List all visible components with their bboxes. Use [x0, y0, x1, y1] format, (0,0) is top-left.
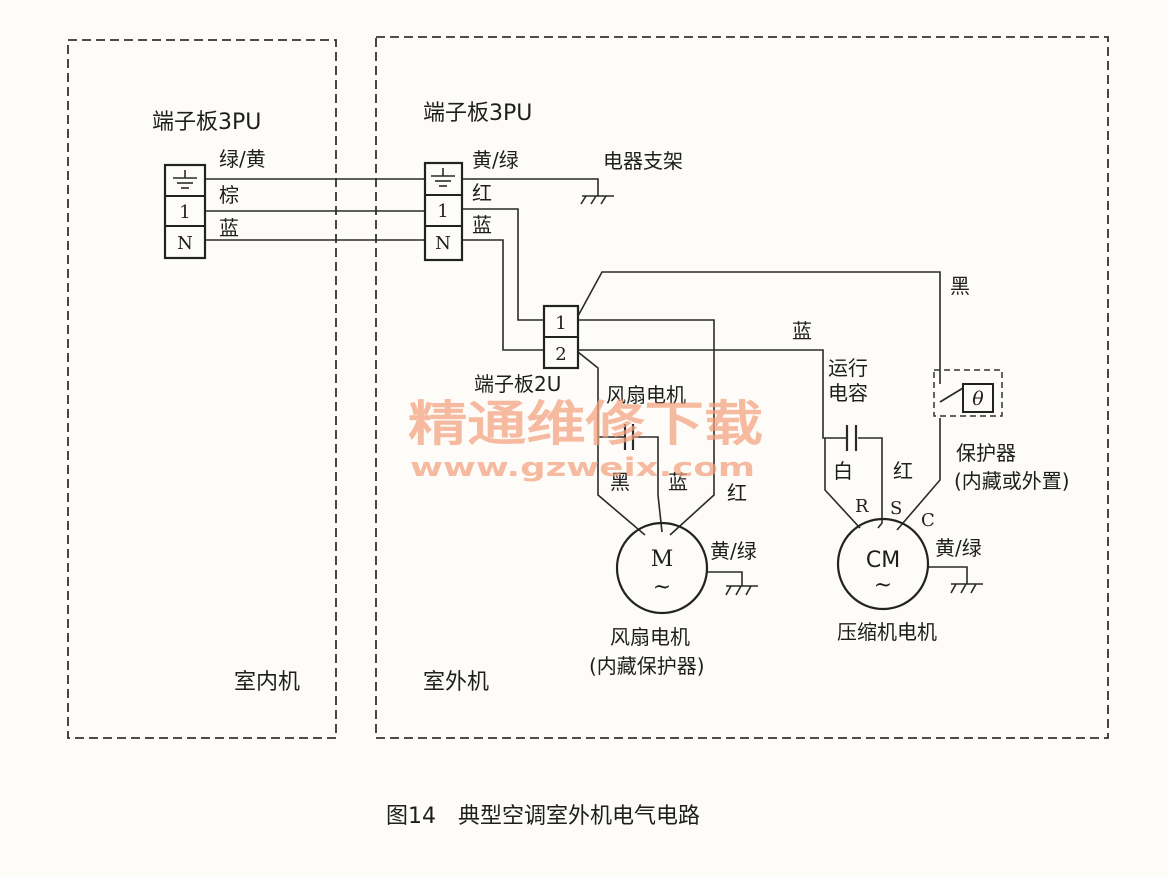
compressor-terminal-c: C — [921, 510, 935, 531]
wire-blue-to-capacitor — [578, 349, 847, 439]
fan-motor-name: 风扇电机 — [610, 625, 690, 649]
fan-ground-icon — [725, 585, 758, 596]
indoor-wire-ground-color: 绿/黄 — [219, 147, 266, 171]
board-2u-terminal-2: 2 — [555, 344, 566, 365]
indoor-terminal-n: N — [177, 233, 193, 254]
fan-ground-wire-label: 黄/绿 — [710, 539, 757, 563]
board-2u-terminal-1: 1 — [555, 313, 566, 334]
wire-fan-black — [577, 351, 646, 536]
run-capacitor-label-line2: 电容 — [828, 381, 868, 405]
compressor-wire-red-label: 红 — [893, 459, 913, 483]
indoor-terminal-block: 1 N — [163, 163, 207, 260]
chassis-label: 电器支架 — [603, 149, 683, 173]
wire-chassis-ground — [461, 178, 599, 196]
outdoor-unit-boundary — [375, 36, 1109, 739]
indoor-unit-label: 室内机 — [234, 670, 300, 695]
fan-motor-icon — [615, 521, 709, 615]
protector-icon — [933, 369, 1003, 417]
outdoor-terminal-n: N — [435, 233, 451, 254]
outdoor-terminal-1: 1 — [437, 201, 448, 222]
compressor-terminal-r: R — [855, 496, 869, 517]
wire-red-to-2u — [461, 208, 545, 321]
wire-comp-ground — [928, 566, 968, 584]
compressor-motor-ac-symbol: ~ — [874, 573, 892, 598]
protector-label-line1: 保护器 — [956, 441, 1016, 465]
fan-capacitor-label: 风扇电机 — [606, 383, 686, 407]
outdoor-unit-label: 室外机 — [423, 670, 489, 695]
wire-blue-to-2u — [461, 239, 545, 351]
wire-protector-to-c — [896, 418, 941, 531]
figure-caption: 图14 典型空调室外机电气电路 — [386, 804, 700, 829]
indoor-terminal-board-label: 端子板3PU — [152, 110, 261, 135]
wire-fan-red — [578, 319, 715, 536]
compressor-motor-icon — [836, 517, 930, 611]
indoor-wire-neutral-color: 蓝 — [219, 216, 239, 240]
compressor-motor-name: 压缩机电机 — [837, 620, 937, 644]
outdoor-terminal-board-label: 端子板3PU — [423, 101, 532, 126]
run-capacitor-icon — [845, 425, 858, 451]
outdoor-wire-ground-color: 黄/绿 — [472, 148, 519, 172]
capacitor-wire-blue-label: 蓝 — [792, 319, 812, 343]
indoor-wire-live-color: 棕 — [219, 183, 239, 207]
ground-terminal-icon — [173, 170, 197, 189]
fan-wire-black-label: 黑 — [610, 470, 630, 494]
wire-fan-ground — [706, 571, 743, 586]
ground-terminal-icon — [431, 168, 455, 187]
chassis-ground-icon — [580, 195, 614, 205]
outdoor-wire-neutral-color: 蓝 — [472, 213, 492, 237]
protector-symbol: θ — [972, 388, 984, 410]
wire-black-to-protector — [577, 271, 941, 384]
watermark-url: www.gzweix.com — [410, 453, 755, 483]
run-capacitor-label-line1: 运行 — [828, 356, 868, 380]
fan-motor-ac-symbol: ~ — [653, 575, 671, 600]
fan-wire-red-label: 红 — [727, 481, 747, 505]
wires — [205, 178, 968, 586]
wire-cap-to-s — [858, 437, 883, 529]
outdoor-terminal-block: 1 N — [423, 161, 464, 262]
compressor-terminal-s: S — [890, 498, 902, 519]
indoor-terminal-1: 1 — [179, 202, 190, 223]
board-2u-label: 端子板2U — [474, 372, 561, 396]
protector-wire-black-label: 黑 — [950, 274, 970, 298]
compressor-wire-white-label: 白 — [833, 459, 853, 483]
fan-motor-name-note: (内藏保护器) — [589, 654, 705, 678]
fan-motor-letter: M — [651, 547, 674, 572]
compressor-ground-wire-label: 黄/绿 — [935, 536, 982, 560]
fan-capacitor-icon — [623, 424, 635, 450]
outdoor-wire-live-color: 红 — [472, 181, 492, 205]
watermark-title: 精通维修下载 — [408, 396, 763, 452]
compressor-motor-letters: CM — [866, 548, 900, 573]
board-2u-terminal-block: 1 2 — [542, 304, 580, 370]
fan-wire-blue-label: 蓝 — [668, 470, 688, 494]
compressor-ground-icon — [950, 583, 983, 594]
indoor-unit-boundary — [67, 39, 337, 739]
protector-label-line2: (内藏或外置) — [954, 469, 1070, 493]
wire-fan-blue — [633, 436, 663, 533]
wire-cap-to-r — [824, 438, 861, 529]
